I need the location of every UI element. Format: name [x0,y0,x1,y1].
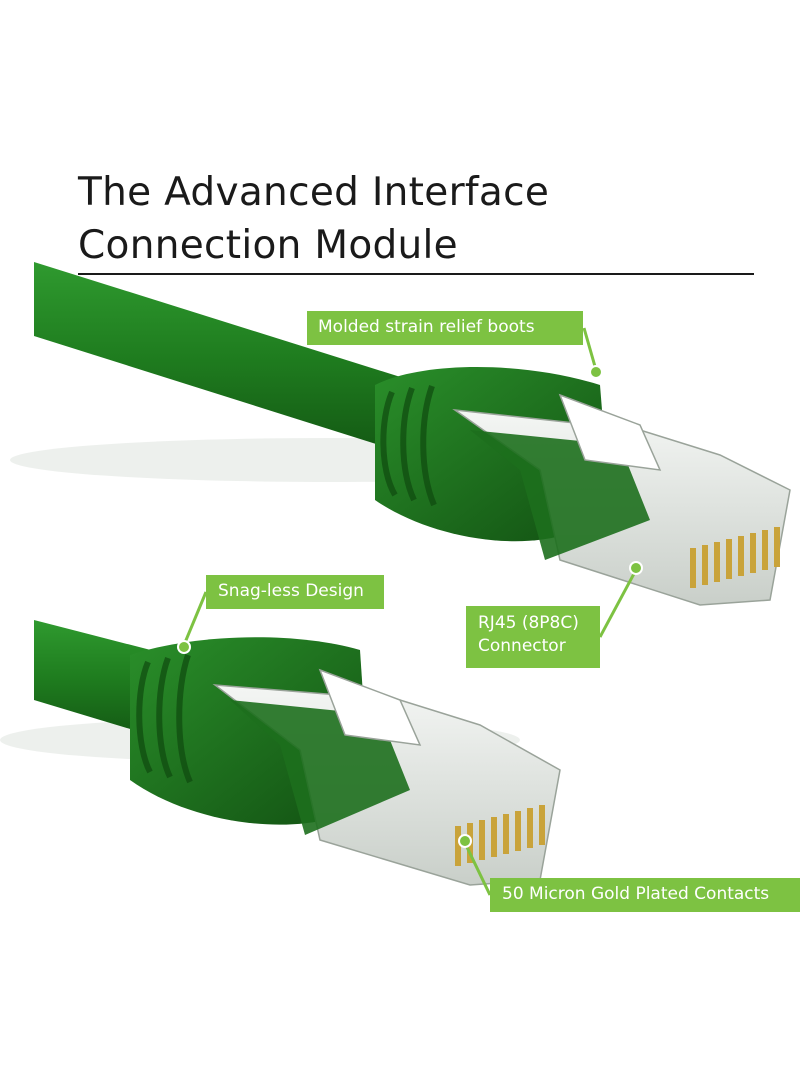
title-divider [78,273,754,275]
callout-rj45-line-1: RJ45 (8P8C) [478,613,579,633]
callout-snagless-design: Snag-less Design [206,575,384,609]
callout-rj45-connector: RJ45 (8P8C) Connector [466,606,600,668]
callout-leaders [177,327,643,896]
lower-cable [0,620,561,886]
callout-gold-contacts: 50 Micron Gold Plated Contacts [490,878,800,912]
title-line-2: Connection Module [78,223,458,268]
callout-strain-relief-boots: Molded strain relief boots [307,311,583,345]
upper-cable [10,262,791,606]
callout-rj45-line-2: Connector [478,636,566,656]
page-title: The Advanced Interface Connection Module [78,166,738,272]
title-line-1: The Advanced Interface [78,170,550,215]
